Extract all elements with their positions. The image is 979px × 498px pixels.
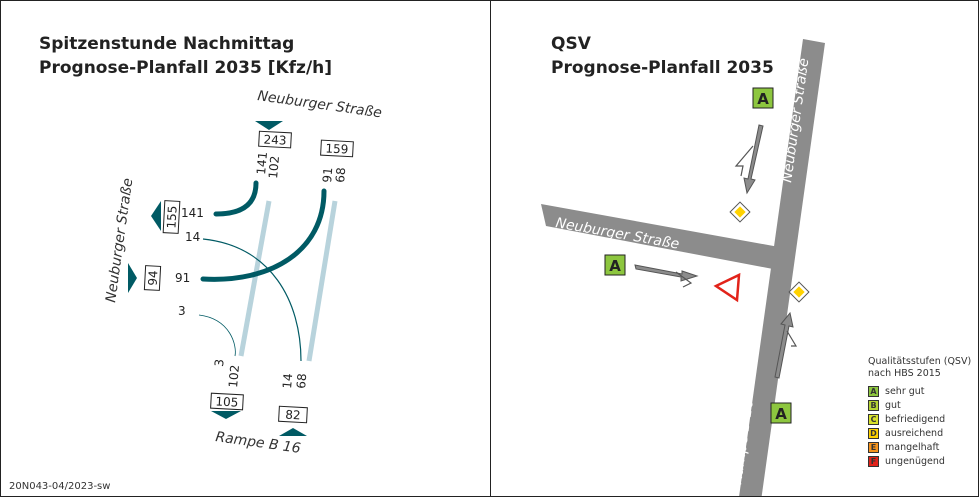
volume-91-top: 91 [320, 167, 335, 183]
yield-sign-west [713, 272, 741, 303]
legend-title-line1: Qualitätsstufen (QSV) [868, 356, 972, 367]
legend-grade-box: E [868, 442, 879, 453]
box-bottom-out [210, 392, 244, 411]
box-left-in [143, 265, 162, 291]
legend-grade-box: A [868, 386, 879, 397]
qsv-diagram: Neuburger Straße Neuburger Straße Rampe … [541, 39, 825, 496]
legend-grade-box: F [868, 456, 879, 467]
svg-text:A: A [757, 90, 769, 108]
box-bottom-in-value: 82 [285, 408, 301, 423]
volume-14-bottom: 14 [280, 373, 295, 389]
qsv-panel: QSV Prognose-Planfall 2035 Neuburger Str… [490, 0, 979, 497]
legend-label: sehr gut [885, 386, 925, 397]
light-lane-north-south [238, 200, 272, 357]
movement-arrow-west-branch [675, 271, 693, 288]
box-left-out [162, 200, 181, 234]
legend-title-line2: nach HBS 2015 [868, 368, 941, 379]
flow-line-thin-3 [198, 314, 236, 357]
grade-box-south: A [770, 402, 792, 424]
road-main-vertical [739, 39, 825, 496]
light-lane-north-south-2 [306, 200, 338, 362]
legend-label: ausreichend [885, 428, 944, 439]
street-label-top: Neuburger Straße [256, 88, 382, 121]
flow-line-thick-91 [200, 188, 327, 282]
footer-reference: 20N043-04/2023-sw [9, 481, 111, 492]
legend-label: gut [885, 400, 901, 411]
legend-grade-box: C [868, 414, 879, 425]
qsv-title-line2: Prognose-Planfall 2035 [551, 58, 774, 78]
legend-grade-box: D [868, 428, 879, 439]
legend-label: befriedigend [885, 414, 946, 425]
priority-sign-north [729, 201, 751, 223]
box-left-out-value: 155 [164, 205, 179, 229]
arrow-left-in [128, 263, 137, 293]
movement-arrow-west [634, 264, 699, 282]
arrow-bottom-out [211, 411, 241, 419]
volume-title-line2: Prognose-Planfall 2035 [Kfz/h] [39, 58, 333, 78]
movement-arrow-south-branch [786, 330, 798, 347]
volume-102-bottom: 102 [226, 364, 242, 388]
road-neuburger-left [541, 204, 779, 269]
volume-14-left: 14 [185, 230, 200, 244]
volume-3-left: 3 [178, 304, 186, 318]
traffic-volume-panel: Spitzenstunde Nachmittag Prognose-Planfa… [0, 0, 492, 497]
flow-line-thick-141 [213, 180, 259, 217]
volume-141-top: 141 [254, 151, 270, 175]
box-left-in-value: 94 [146, 270, 161, 286]
volume-title-line1: Spitzenstunde Nachmittag [39, 34, 295, 54]
legend-grade-box: B [868, 400, 879, 411]
volume-91-left: 91 [175, 271, 190, 285]
movement-arrow-south [774, 311, 794, 379]
arrow-bottom-in [279, 428, 307, 436]
priority-sign-south [788, 281, 810, 303]
box-top-in [258, 130, 292, 149]
box-top-in-value: 243 [263, 132, 287, 147]
svg-text:A: A [609, 257, 621, 275]
arrow-top-in [255, 121, 283, 130]
svg-text:A: A [775, 405, 787, 423]
grade-box-west: A [604, 254, 626, 276]
legend-label: mangelhaft [885, 442, 940, 453]
box-top-out-value: 159 [325, 141, 349, 156]
movement-arrow-north-branch [734, 145, 754, 177]
volume-flow-diagram: 243 159 155 94 105 82 141 102 91 68 3 10… [103, 88, 383, 457]
volume-68-bottom: 68 [294, 373, 309, 389]
box-bottom-in [278, 405, 308, 424]
volume-102-top: 102 [266, 155, 282, 179]
movement-arrow-north [743, 124, 764, 195]
grade-box-north: A [752, 87, 774, 109]
qsv-title-line1: QSV [551, 34, 591, 54]
arrow-left-out [151, 201, 161, 231]
legend-label: ungenügend [885, 456, 945, 467]
flow-line-thin-14 [202, 238, 302, 362]
volume-141-left: 141 [181, 206, 204, 220]
box-bottom-out-value: 105 [215, 394, 239, 409]
volume-3-bottom: 3 [212, 358, 227, 367]
box-top-out [320, 139, 354, 158]
volume-68-top: 68 [333, 167, 348, 183]
